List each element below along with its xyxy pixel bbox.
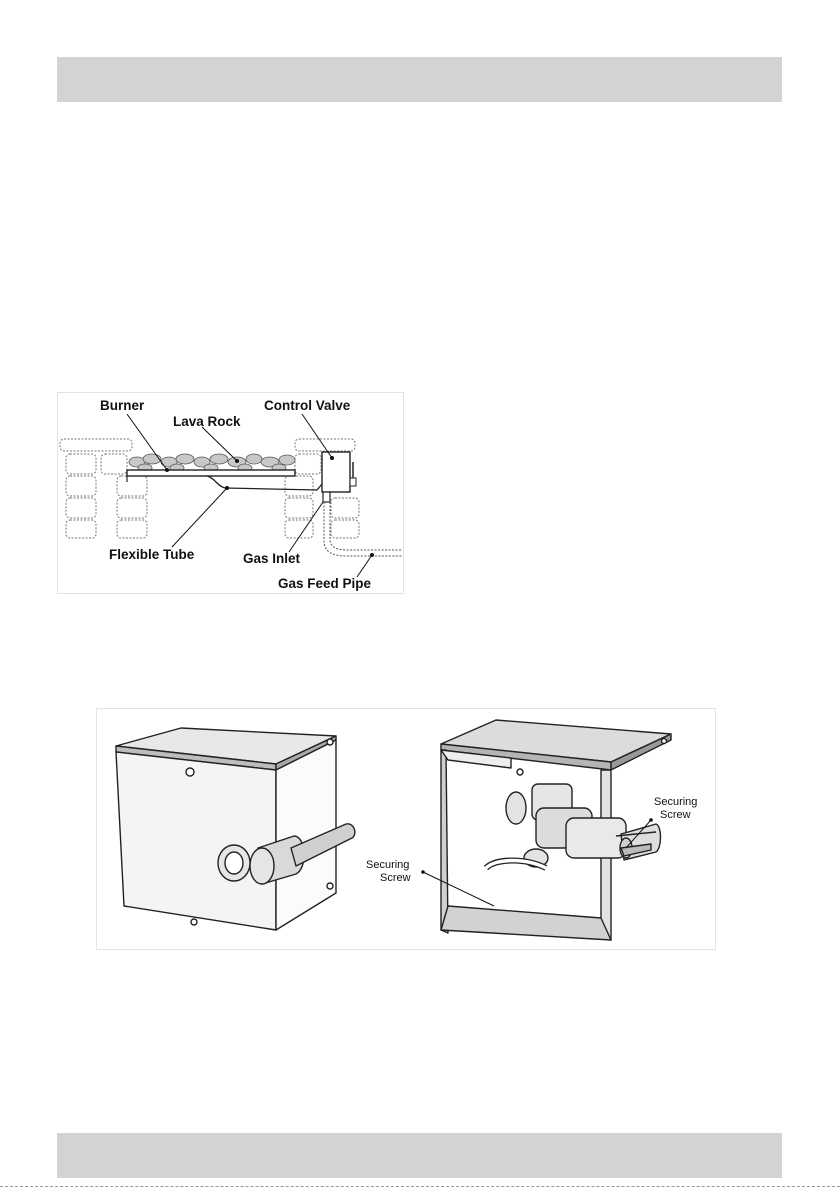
label-securing-screw-right-line2: Screw bbox=[660, 809, 691, 821]
cross-section-drawing: Burner Lava Rock Control Valve Flexible … bbox=[57, 392, 404, 594]
label-securing-screw-left-line1: Securing bbox=[366, 859, 409, 871]
header-band bbox=[57, 57, 782, 102]
label-gas-inlet: Gas Inlet bbox=[243, 551, 301, 566]
burner-pan bbox=[127, 470, 295, 476]
label-securing-screw-right-line1: Securing bbox=[654, 796, 697, 808]
label-gas-feed-pipe: Gas Feed Pipe bbox=[278, 576, 372, 591]
gas-inlet-fitting bbox=[323, 492, 330, 502]
control-valve-box bbox=[322, 452, 350, 492]
closed-valve-box bbox=[116, 728, 355, 930]
valve-housing-figure: Securing Screw Securing Screw bbox=[96, 708, 716, 950]
label-securing-screw-left-line2: Screw bbox=[380, 872, 411, 884]
label-burner: Burner bbox=[100, 398, 145, 413]
footer-band bbox=[57, 1133, 782, 1178]
label-lava-rock: Lava Rock bbox=[173, 414, 241, 429]
page-edge-rule bbox=[0, 1186, 840, 1187]
label-control-valve: Control Valve bbox=[264, 398, 351, 413]
fire-pit-cross-section-figure: Burner Lava Rock Control Valve Flexible … bbox=[57, 392, 404, 594]
valve-housing-drawing: Securing Screw Securing Screw bbox=[96, 708, 716, 950]
label-flexible-tube: Flexible Tube bbox=[109, 547, 195, 562]
